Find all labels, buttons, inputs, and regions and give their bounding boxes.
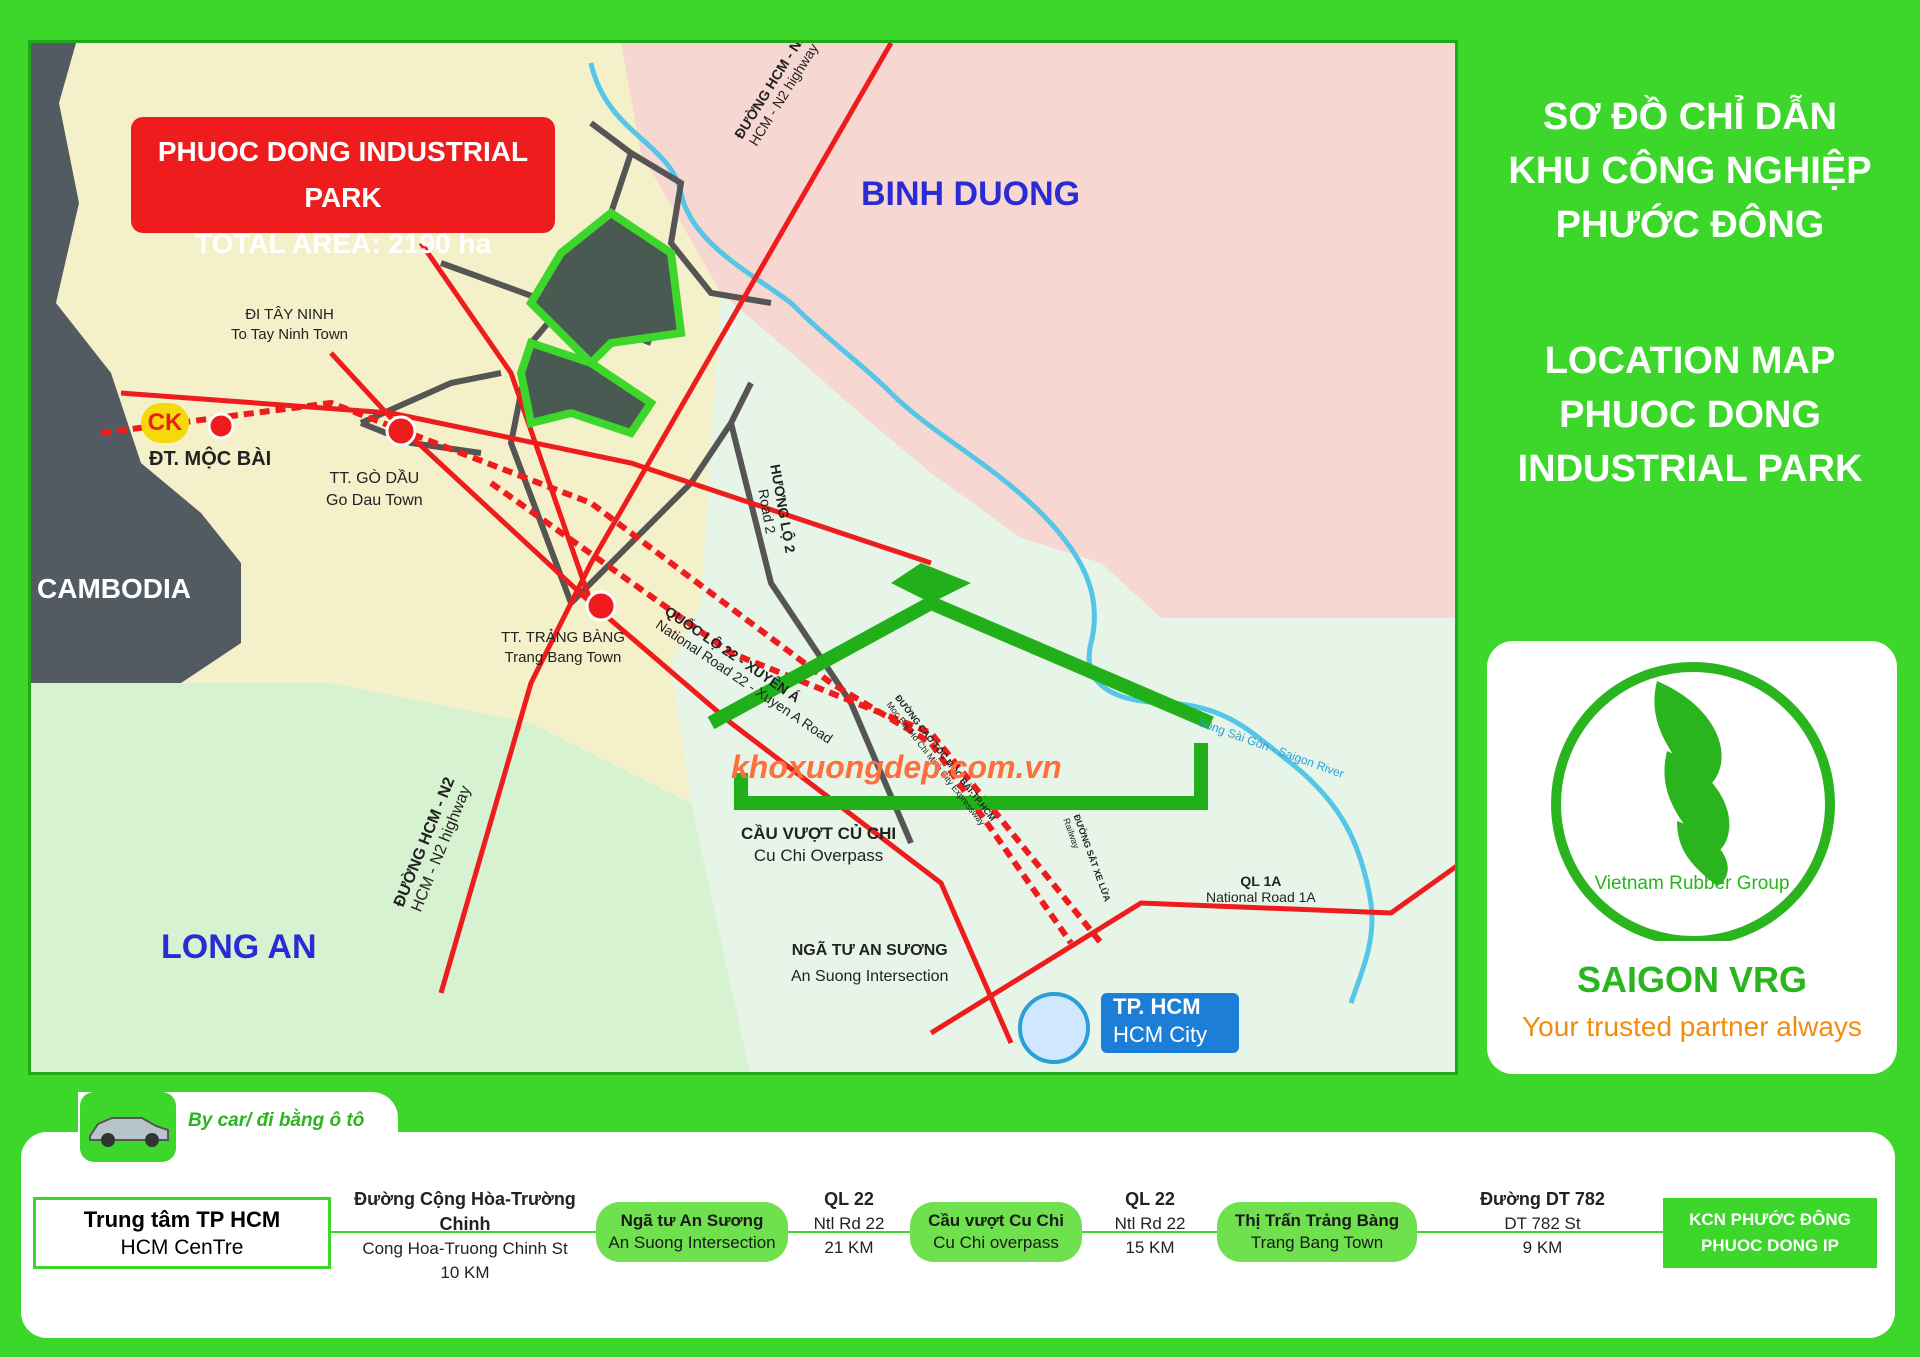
title-vi-line-3: PHƯỚC ĐÔNG bbox=[1555, 204, 1825, 246]
waypoint-an-suong[interactable]: Ngã tư An Sương An Suong Intersection bbox=[596, 1202, 788, 1262]
saigon-river bbox=[588, 62, 1375, 1004]
title-en-line-1: LOCATION MAP bbox=[1544, 340, 1836, 382]
title-en-line-3: INDUSTRIAL PARK bbox=[1517, 448, 1863, 490]
car-icon bbox=[80, 1092, 176, 1162]
region-binh-duong: BINH DUONG bbox=[861, 175, 1081, 213]
vrg-logo-card: Vietnam Rubber Group SAIGON VRG Your tru… bbox=[1487, 641, 1897, 1074]
title-vi-line-2: KHU CÔNG NGHIỆP bbox=[1508, 150, 1872, 192]
moc-bai-marker[interactable] bbox=[207, 412, 235, 440]
trang-bang-marker[interactable] bbox=[585, 590, 617, 622]
route-segment-3: QL 22 Ntl Rd 22 15 KM bbox=[1114, 1189, 1186, 1257]
region-long-an: LONG AN bbox=[161, 928, 317, 966]
binh-duong-region bbox=[621, 43, 1455, 618]
park-label: PHUOC DONG INDUSTRIAL PARK TOTAL AREA: 2… bbox=[131, 117, 555, 259]
watermark-text: khoxuongdep.com.vn bbox=[731, 749, 1062, 785]
go-dau-marker[interactable] bbox=[385, 415, 417, 447]
long-an-region bbox=[31, 683, 750, 1072]
hcm-region bbox=[671, 293, 1455, 1072]
city-hall-icon bbox=[1018, 992, 1090, 1064]
watermark-roof-icon bbox=[891, 563, 971, 603]
park-name: PHUOC DONG INDUSTRIAL PARK bbox=[157, 136, 529, 213]
waypoint-cu-chi[interactable]: Cầu vượt Cu Chi Cu Chi overpass bbox=[910, 1202, 1082, 1262]
route-start[interactable]: Trung tâm TP HCM HCM CenTre bbox=[33, 1197, 331, 1269]
highways bbox=[120, 43, 1455, 1045]
border-gate-icon: CK bbox=[141, 403, 189, 443]
title-en-line-2: PHUOC DONG bbox=[1559, 394, 1821, 436]
park-parcels bbox=[516, 208, 686, 438]
label-moc-bai: ĐT. MỘC BÀI bbox=[149, 448, 272, 470]
logo-brand: SAIGON VRG bbox=[1576, 959, 1808, 1000]
logo-group-name: Vietnam Rubber Group bbox=[1594, 873, 1790, 894]
route-segment-1: Đường Cộng Hòa-Trường Chinh Cong Hoa-Tru… bbox=[354, 1189, 576, 1282]
title-panel: SƠ ĐỒ CHỈ DẪN KHU CÔNG NGHIỆP PHƯỚC ĐÔNG… bbox=[1470, 90, 1910, 496]
location-map[interactable]: PHUOC DONG INDUSTRIAL PARK TOTAL AREA: 2… bbox=[28, 40, 1458, 1075]
cambodia-region bbox=[31, 43, 241, 683]
expressway bbox=[100, 399, 1104, 945]
logo-tagline: Your trusted partner always bbox=[1522, 1011, 1862, 1042]
route-segment-2: QL 22 Ntl Rd 22 21 KM bbox=[813, 1189, 885, 1257]
route-segment-4: Đường DT 782 DT 782 St 9 KM bbox=[1480, 1189, 1605, 1257]
transport-mode-label: By car/ đi bằng ô tô bbox=[188, 1110, 365, 1131]
hcm-city-badge[interactable]: TP. HCM HCM City bbox=[1101, 993, 1239, 1053]
park-area: TOTAL AREA: 2190 ha bbox=[194, 228, 492, 259]
title-vi-line-1: SƠ ĐỒ CHỈ DẪN bbox=[1542, 96, 1838, 138]
map-canvas bbox=[31, 43, 1455, 1072]
waypoint-trang-bang[interactable]: Thị Trấn Trảng Bàng Trang Bang Town bbox=[1217, 1202, 1417, 1262]
vrg-leaf-icon bbox=[1551, 662, 1835, 941]
region-cambodia: CAMBODIA bbox=[37, 573, 191, 604]
route-end[interactable]: KCN PHƯỚC ĐÔNG PHUOC DONG IP bbox=[1663, 1198, 1877, 1268]
